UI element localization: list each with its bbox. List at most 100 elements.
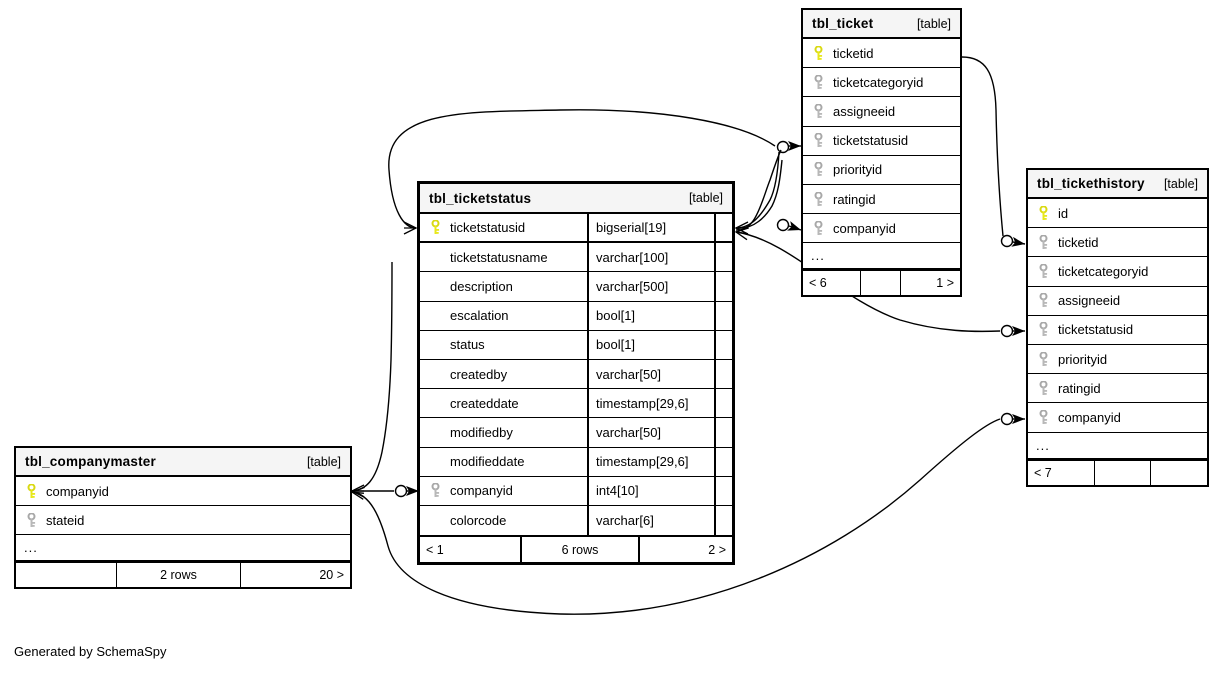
no-key-icon bbox=[428, 360, 442, 388]
next-page-button[interactable] bbox=[1150, 460, 1207, 485]
foreign-key-icon bbox=[811, 156, 825, 184]
table-row[interactable]: assigneeid bbox=[1028, 287, 1207, 316]
column-name: ticketcategoryid bbox=[833, 74, 924, 90]
foreign-key-icon bbox=[1036, 316, 1050, 344]
table-columns-tbl_tickethistory: id ticketid ticketcategoryid bbox=[1028, 199, 1207, 433]
column-name: ticketstatusid bbox=[450, 220, 526, 236]
column-name: ticketcategoryid bbox=[1058, 263, 1149, 279]
table-header-tbl_tickethistory: tbl_tickethistory [table] bbox=[1028, 170, 1207, 199]
row-count bbox=[860, 271, 900, 296]
foreign-key-icon bbox=[24, 506, 38, 534]
table-row[interactable]: priorityid bbox=[803, 156, 960, 185]
column-spacer bbox=[714, 505, 732, 536]
table-row[interactable]: modifieddate timestamp[29,6] bbox=[420, 447, 732, 477]
table-row[interactable]: ticketcategoryid bbox=[1028, 257, 1207, 287]
foreign-key-icon bbox=[1036, 287, 1050, 315]
table-row[interactable]: escalation bool[1] bbox=[420, 301, 732, 331]
column-spacer bbox=[714, 243, 732, 272]
next-page-button[interactable]: 1 > bbox=[900, 271, 960, 296]
edge-arrow-tickethistory-ticket bbox=[1011, 236, 1026, 247]
table-tbl_companymaster[interactable]: tbl_companymaster [table] companyid stat… bbox=[14, 446, 352, 590]
table-row[interactable]: stateid bbox=[16, 506, 350, 536]
column-name: priorityid bbox=[1058, 351, 1108, 367]
table-footer-tbl_ticket: < 6 1 > bbox=[803, 269, 960, 296]
column-name: ticketstatusname bbox=[450, 249, 548, 265]
table-row[interactable]: modifiedby varchar[50] bbox=[420, 418, 732, 448]
table-tbl_ticket[interactable]: tbl_ticket [table] ticketid ticketcatego… bbox=[801, 8, 962, 298]
no-key-icon bbox=[428, 418, 442, 446]
table-row[interactable]: ratingid bbox=[803, 185, 960, 215]
table-tag-tbl_ticket: [table] bbox=[916, 16, 951, 31]
table-columns-tbl_ticketstatus: ticketstatusid bigserial[19] ticketstatu… bbox=[420, 214, 732, 536]
table-row[interactable]: companyid bbox=[1028, 403, 1207, 433]
table-row[interactable]: priorityid bbox=[1028, 345, 1207, 375]
edge-ticketstatus-to-ticket-company bbox=[736, 151, 780, 228]
edge-cross-ticket bbox=[735, 149, 782, 231]
table-row[interactable]: ticketstatusid bbox=[1028, 316, 1207, 345]
column-name: id bbox=[1058, 205, 1069, 221]
column-spacer bbox=[714, 418, 732, 447]
column-name: ticketid bbox=[833, 45, 874, 61]
column-name: ratingid bbox=[833, 191, 876, 207]
column-name: createddate bbox=[450, 395, 519, 411]
column-spacer bbox=[714, 447, 732, 476]
table-row[interactable]: companyid int4[10] bbox=[420, 476, 732, 506]
next-page-button[interactable]: 2 > bbox=[638, 537, 732, 563]
column-spacer bbox=[714, 301, 732, 330]
column-name: ticketid bbox=[1058, 234, 1099, 250]
table-row[interactable]: companyid bbox=[803, 214, 960, 244]
edge-ticket-to-tickethistory-ticket bbox=[961, 56, 1004, 237]
table-row[interactable]: createddate timestamp[29,6] bbox=[420, 389, 732, 419]
column-name: ticketstatusid bbox=[1058, 322, 1134, 338]
column-spacer bbox=[714, 389, 732, 418]
table-row[interactable]: ticketstatusname varchar[100] bbox=[420, 243, 732, 273]
table-row[interactable]: assigneeid bbox=[803, 97, 960, 127]
column-name: escalation bbox=[450, 308, 509, 324]
table-row[interactable]: ticketcategoryid bbox=[803, 68, 960, 98]
foreign-key-icon bbox=[1036, 257, 1050, 285]
column-spacer bbox=[714, 476, 732, 505]
column-name: modifieddate bbox=[450, 454, 525, 470]
prev-page-button[interactable] bbox=[16, 563, 116, 587]
table-row[interactable]: ticketstatusid bbox=[803, 127, 960, 156]
table-row[interactable]: ticketstatusid bigserial[19] bbox=[420, 214, 732, 244]
column-type: varchar[50] bbox=[587, 418, 714, 447]
column-name: companyid bbox=[450, 483, 513, 499]
foreign-key-icon bbox=[811, 68, 825, 96]
column-name: ratingid bbox=[1058, 380, 1101, 396]
table-row[interactable]: ratingid bbox=[1028, 374, 1207, 404]
column-type: int4[10] bbox=[587, 476, 714, 505]
prev-page-button[interactable]: < 7 bbox=[1034, 465, 1052, 480]
table-row[interactable]: companyid bbox=[16, 477, 350, 507]
foreign-key-icon bbox=[1036, 374, 1050, 402]
table-row[interactable]: colorcode varchar[6] bbox=[420, 505, 732, 536]
table-footer-tbl_companymaster: 2 rows 20 > bbox=[16, 561, 350, 588]
table-row[interactable]: ticketid bbox=[1028, 228, 1207, 258]
foreign-key-icon bbox=[1036, 228, 1050, 256]
more-columns-indicator: ... bbox=[803, 243, 960, 270]
table-row[interactable]: id bbox=[1028, 199, 1207, 229]
table-row[interactable]: ticketid bbox=[803, 39, 960, 69]
table-tbl_tickethistory[interactable]: tbl_tickethistory [table] id ticketid bbox=[1026, 168, 1209, 487]
column-type: bigserial[19] bbox=[587, 214, 714, 242]
edge-companymaster-branch-up bbox=[351, 261, 393, 492]
generator-credit: Generated by SchemaSpy bbox=[14, 644, 167, 659]
column-spacer bbox=[714, 330, 732, 359]
table-row[interactable]: createdby varchar[50] bbox=[420, 359, 732, 390]
column-type: varchar[100] bbox=[587, 243, 714, 272]
column-type: timestamp[29,6] bbox=[587, 389, 714, 418]
primary-key-icon bbox=[428, 214, 442, 241]
table-tag-tbl_tickethistory: [table] bbox=[1163, 176, 1198, 191]
table-header-tbl_ticket: tbl_ticket [table] bbox=[803, 10, 960, 39]
prev-page-button[interactable]: < 6 bbox=[809, 276, 827, 291]
foreign-key-icon bbox=[811, 214, 825, 242]
no-key-icon bbox=[428, 389, 442, 417]
table-tbl_ticketstatus[interactable]: tbl_ticketstatus [table] ticketstatusid … bbox=[417, 181, 735, 566]
row-count bbox=[1094, 460, 1150, 485]
next-page-button[interactable]: 20 > bbox=[240, 563, 350, 588]
prev-page-button[interactable]: < 1 bbox=[426, 542, 444, 557]
foreign-key-icon bbox=[1036, 403, 1050, 431]
table-columns-tbl_ticket: ticketid ticketcategoryid assigneeid bbox=[803, 39, 960, 244]
table-row[interactable]: status bool[1] bbox=[420, 330, 732, 360]
table-row[interactable]: description varchar[500] bbox=[420, 272, 732, 302]
